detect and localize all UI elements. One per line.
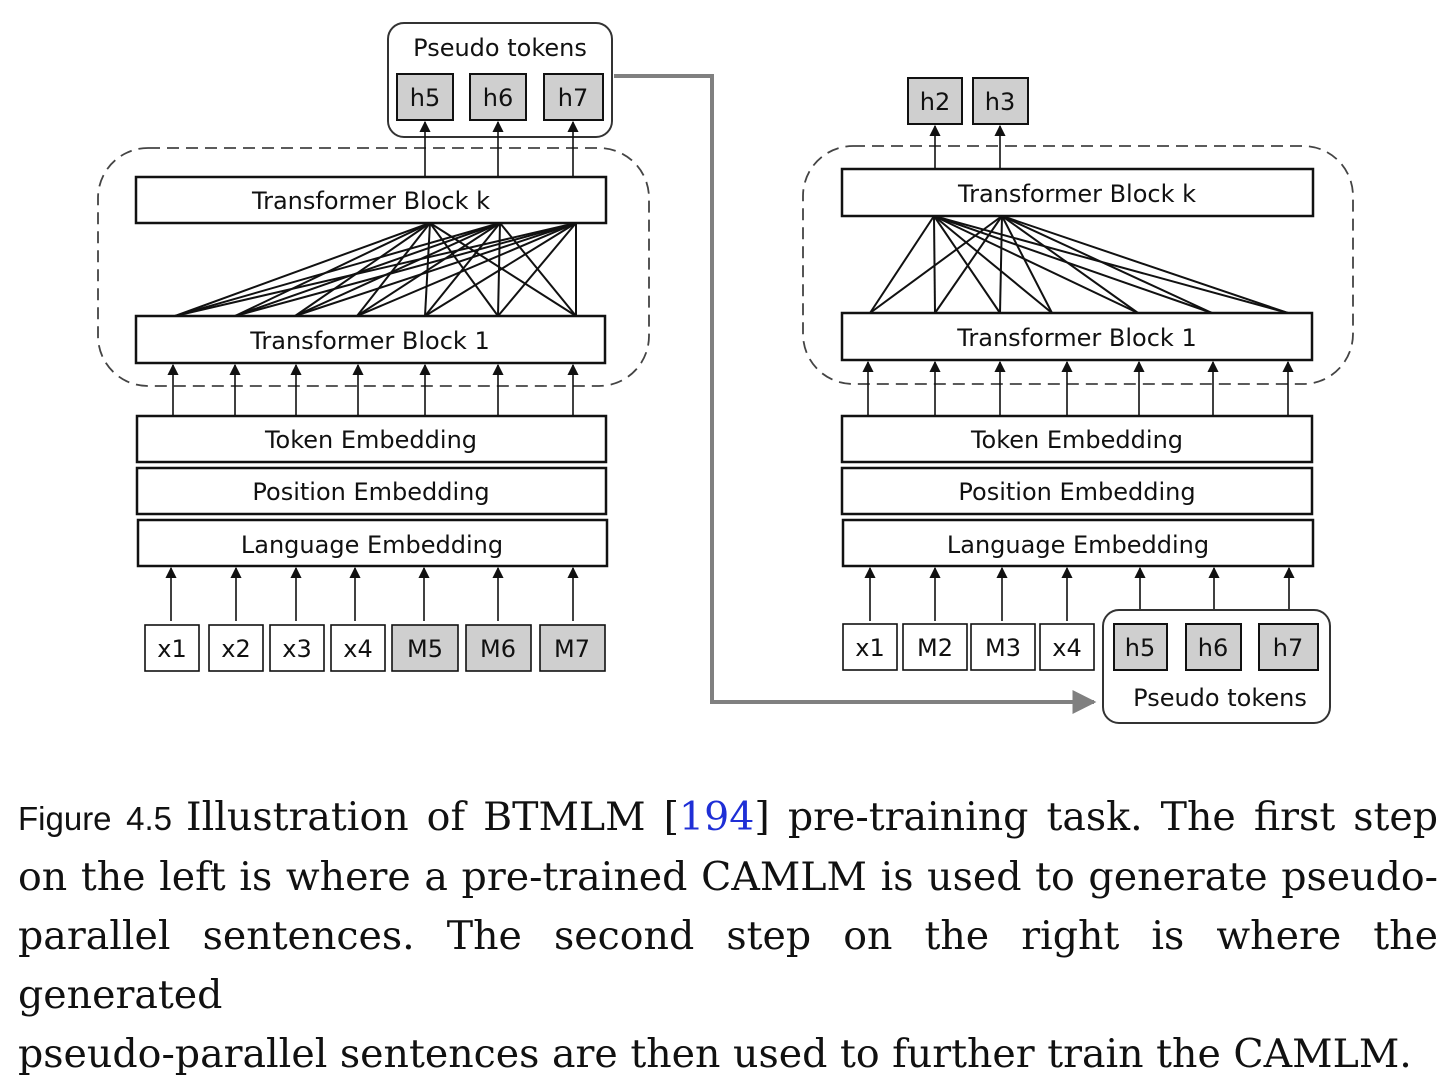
right-input-x1-label: x1 bbox=[855, 634, 884, 662]
right-language-embedding-label: Language Embedding bbox=[947, 531, 1209, 559]
left-output-h5: h5 bbox=[396, 73, 454, 121]
right-pseudo-tokens-label: Pseudo tokens bbox=[1133, 684, 1307, 712]
right-pseudo-input-h6: h6 bbox=[1185, 623, 1242, 671]
right-input-m3-label: M3 bbox=[985, 634, 1021, 662]
right-output-h2: h2 bbox=[907, 77, 963, 125]
left-output-h6: h6 bbox=[469, 73, 527, 121]
right-position-embedding bbox=[840, 466, 1314, 516]
left-input-x4: x4 bbox=[330, 624, 386, 672]
left-transformer-block-k-label: Transformer Block k bbox=[251, 187, 490, 215]
left-output-h5-label: h5 bbox=[410, 84, 440, 112]
right-input-m3: M3 bbox=[970, 623, 1036, 671]
left-position-embedding-label: Position Embedding bbox=[252, 478, 489, 506]
right-transformer-block-1-label: Transformer Block 1 bbox=[956, 324, 1196, 352]
left-pseudo-tokens-label: Pseudo tokens bbox=[413, 34, 587, 62]
right-embedding-arrows bbox=[862, 360, 1294, 416]
left-input-m7: M7 bbox=[539, 624, 606, 672]
right-input-x4-label: x4 bbox=[1052, 634, 1081, 662]
right-input-x1: x1 bbox=[842, 623, 898, 671]
right-pseudo-input-h5: h5 bbox=[1113, 623, 1168, 671]
left-panel: Pseudo tokens h5 h6 h7 Transformer Block… bbox=[97, 22, 650, 672]
left-language-embedding bbox=[136, 518, 609, 568]
left-output-h7: h7 bbox=[543, 73, 604, 121]
left-input-m5: M5 bbox=[391, 624, 459, 672]
right-transformer-block-k-label: Transformer Block k bbox=[957, 180, 1196, 208]
right-panel: h2 h3 Transformer Block k Transformer Bl… bbox=[802, 77, 1354, 724]
pseudo-token-transfer-arrow bbox=[614, 74, 1097, 714]
right-input-m2-label: M2 bbox=[917, 634, 953, 662]
left-input-x3-label: x3 bbox=[282, 635, 311, 663]
right-output-arrows bbox=[929, 124, 1006, 169]
left-input-m5-label: M5 bbox=[407, 635, 443, 663]
right-token-embedding-label: Token Embedding bbox=[970, 426, 1183, 454]
left-input-m6-label: M6 bbox=[480, 635, 516, 663]
left-input-x2-label: x2 bbox=[221, 635, 250, 663]
btmlm-diagram: Pseudo tokens h5 h6 h7 Transformer Block… bbox=[97, 22, 1354, 724]
right-input-m2: M2 bbox=[902, 623, 968, 671]
left-input-arrows bbox=[165, 566, 579, 621]
left-input-x2: x2 bbox=[208, 624, 264, 672]
left-input-m7-label: M7 bbox=[554, 635, 590, 663]
right-pseudo-input-h5-label: h5 bbox=[1125, 634, 1155, 662]
left-output-h7-label: h7 bbox=[558, 84, 588, 112]
right-transformer-block-1 bbox=[840, 311, 1314, 362]
right-input-x4: x4 bbox=[1039, 623, 1095, 671]
citation-link[interactable]: 194 bbox=[679, 794, 755, 840]
left-token-embedding-label: Token Embedding bbox=[264, 426, 477, 454]
right-language-embedding bbox=[841, 518, 1315, 568]
right-transformer-block-k bbox=[840, 167, 1315, 218]
caption-text-1a: Illustration of BTMLM [ bbox=[186, 794, 679, 840]
caption-text-1b: ] pre-training task. The first step bbox=[754, 794, 1439, 840]
right-transformer-container bbox=[802, 145, 1354, 385]
figure-caption: Figure 4.5 Illustration of BTMLM [194] pr… bbox=[18, 788, 1438, 1084]
left-input-m6: M6 bbox=[465, 624, 532, 672]
left-input-x1-label: x1 bbox=[157, 635, 186, 663]
caption-line-2: on the left is where a pre-trained CAMLM… bbox=[18, 854, 1438, 900]
left-transformer-block-k bbox=[134, 175, 608, 225]
left-token-embedding bbox=[135, 414, 608, 464]
left-input-x3: x3 bbox=[269, 624, 325, 672]
right-pseudo-input-h6-label: h6 bbox=[1198, 634, 1228, 662]
right-output-h2-label: h2 bbox=[920, 88, 950, 116]
left-output-h6-label: h6 bbox=[483, 84, 513, 112]
left-output-arrows bbox=[419, 120, 579, 177]
left-transformer-block-1 bbox=[134, 314, 607, 365]
right-output-h3: h3 bbox=[972, 77, 1029, 125]
left-transformer-container bbox=[97, 147, 650, 387]
right-position-embedding-label: Position Embedding bbox=[958, 478, 1195, 506]
right-pseudo-input-h7-label: h7 bbox=[1273, 634, 1303, 662]
left-attention-lines bbox=[174, 222, 577, 317]
right-attention-lines bbox=[869, 215, 1289, 314]
left-position-embedding bbox=[135, 466, 608, 516]
right-input-arrows bbox=[864, 566, 1295, 621]
left-input-x1: x1 bbox=[144, 624, 200, 672]
right-token-embedding bbox=[840, 414, 1314, 464]
left-embedding-arrows bbox=[167, 363, 579, 416]
left-input-x4-label: x4 bbox=[343, 635, 372, 663]
caption-line-3: parallel sentences. The second step on t… bbox=[18, 913, 1438, 1018]
caption-line-1: Figure 4.5 Illustration of BTMLM [194] pr… bbox=[18, 788, 1438, 848]
left-transformer-block-1-label: Transformer Block 1 bbox=[249, 327, 489, 355]
figure-label: Figure 4.5 bbox=[18, 800, 173, 837]
right-output-h3-label: h3 bbox=[985, 88, 1015, 116]
left-language-embedding-label: Language Embedding bbox=[241, 531, 503, 559]
right-pseudo-input-h7: h7 bbox=[1258, 623, 1319, 671]
